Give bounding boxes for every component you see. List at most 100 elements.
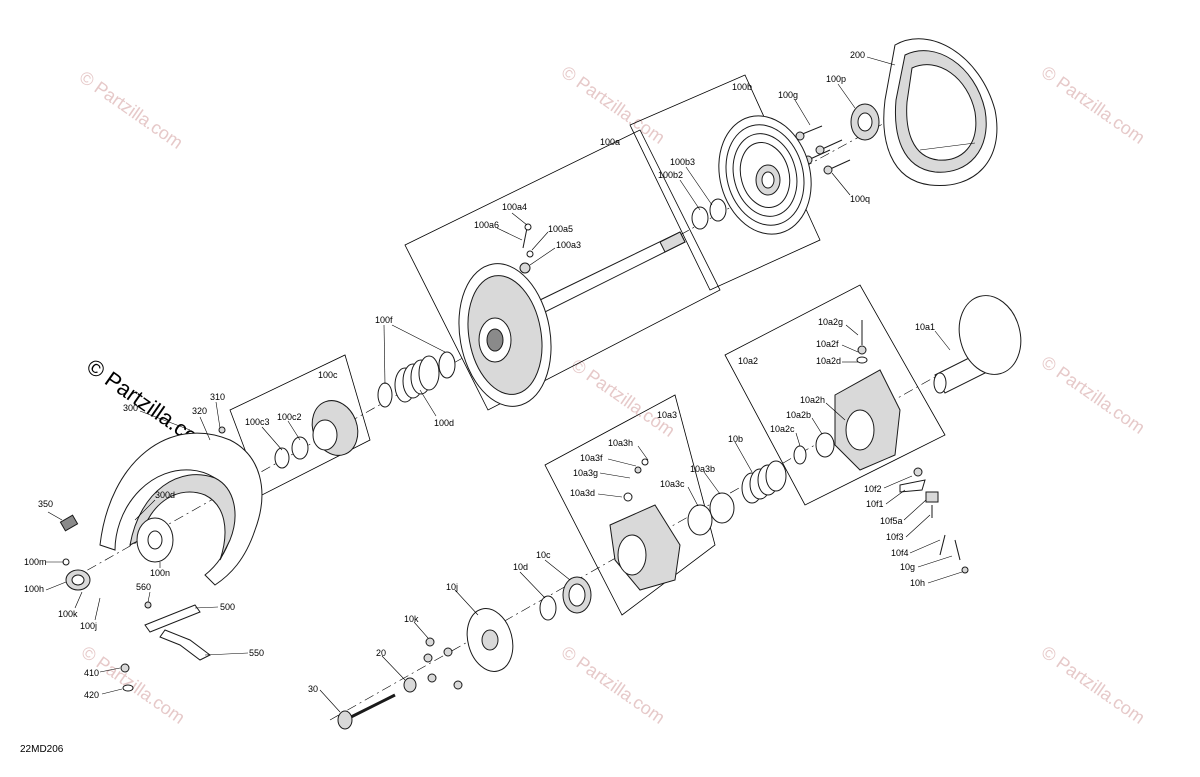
callout-label: 100k [58, 609, 78, 619]
callout-label: 10a2 [738, 356, 758, 366]
hardware-10f [899, 467, 969, 574]
callout-label: 100g [778, 90, 798, 100]
clip-350 [59, 514, 79, 532]
callout-label: 200 [850, 50, 865, 60]
callout-label: 100a [600, 137, 620, 147]
callout-label: 10a2b [786, 410, 811, 420]
guard-300 [59, 426, 263, 586]
callout-label: 100d [434, 418, 454, 428]
fasteners-410-420 [120, 663, 134, 692]
callout-label: 550 [249, 648, 264, 658]
callout-label: 100j [80, 621, 97, 631]
callout-label: 100c2 [277, 412, 302, 422]
callout-label: 10a3c [660, 479, 685, 489]
callout-label: 100f [375, 315, 393, 325]
bearing-and-bolts [795, 103, 880, 175]
drawing-code: 22MD206 [20, 744, 64, 755]
watermark: © Partzilla.com [1038, 352, 1149, 438]
small-parts-100a [519, 223, 534, 274]
callout-label: 100a6 [474, 220, 499, 230]
sheave-10a2 [793, 320, 901, 471]
ring-10d [539, 595, 557, 621]
box-100a [404, 129, 721, 411]
callout-label: 10a3f [580, 453, 603, 463]
callout-label: 10f5a [880, 516, 903, 526]
callout-label: 10a2g [818, 317, 843, 327]
callout-label: 10a2f [816, 339, 839, 349]
callout-label: 100b [732, 82, 752, 92]
drive-belt [883, 38, 998, 187]
box-10a2 [724, 284, 946, 506]
ring-100c3 [274, 447, 290, 469]
callout-label: 10c [536, 550, 551, 560]
callout-label: 100a4 [502, 202, 527, 212]
callout-label: 10a1 [915, 322, 935, 332]
callout-label: 10h [910, 578, 925, 588]
box-10a3 [544, 394, 716, 616]
screw-310 [218, 426, 226, 434]
callout-label: 100b2 [658, 170, 683, 180]
callout-label: 10f3 [886, 532, 904, 542]
watermark: © Partzilla.com [568, 355, 679, 441]
shaft-10a1 [933, 295, 1022, 394]
callout-label: 10d [513, 562, 528, 572]
hub-10j [466, 608, 514, 672]
callout-label: 100a3 [556, 240, 581, 250]
bolts-10k [423, 637, 463, 690]
callout-label: 420 [84, 690, 99, 700]
washer-20 [403, 677, 417, 693]
callout-label: 100c [318, 370, 338, 380]
watermark: © Partzilla.com [558, 642, 669, 728]
callout-labels: 200 100b 100g 100p 100q 100a 100b3 100b2… [24, 50, 935, 700]
callout-label: 500 [220, 602, 235, 612]
sheave-10a3 [609, 458, 735, 591]
callout-label: 10b [728, 434, 743, 444]
callout-label: 300d [155, 490, 175, 500]
callout-label: 100m [24, 557, 47, 567]
callout-label: 410 [84, 668, 99, 678]
callout-label: 300 [123, 403, 138, 413]
callout-label: 100a5 [548, 224, 573, 234]
callout-label: 100q [850, 194, 870, 204]
bracket-500 [144, 601, 211, 661]
box-100b [629, 74, 821, 291]
ring-10a3b [709, 492, 735, 524]
leader-lines [45, 56, 963, 713]
watermark: © Partzilla.com [78, 642, 189, 728]
callout-label: 10a2c [770, 424, 795, 434]
group-boxes [229, 74, 946, 616]
watermark: © Partzilla.com [558, 62, 669, 148]
callout-label: 10a3h [608, 438, 633, 448]
spring-100d [377, 351, 456, 408]
callout-label: 310 [210, 392, 225, 402]
callout-label: 10g [900, 562, 915, 572]
bearing-10c [539, 576, 592, 621]
callout-label: 350 [38, 499, 53, 509]
callout-label: 20 [376, 648, 386, 658]
callout-label: 10a2d [816, 356, 841, 366]
callout-label: 100b3 [670, 157, 695, 167]
callout-label: 10a3 [657, 410, 677, 420]
watermark: © Partzilla.com [76, 67, 187, 153]
callout-label: 10a3d [570, 488, 595, 498]
callout-label: 10j [446, 582, 458, 592]
callout-label: 10f1 [866, 499, 884, 509]
callout-label: 10a2h [800, 395, 825, 405]
watermark: © Partzilla.com [1038, 642, 1149, 728]
ring-100f [377, 382, 393, 408]
callout-label: 100p [826, 74, 846, 84]
sheave-100b [718, 115, 812, 235]
callout-label: 10f4 [891, 548, 909, 558]
callout-label: 10a3b [690, 464, 715, 474]
callout-label: 100n [150, 568, 170, 578]
bushings-100b [691, 198, 727, 230]
cam-100c [274, 400, 359, 469]
shaft-100a [458, 231, 686, 407]
spring-10b [741, 460, 787, 504]
callout-label: 10k [404, 614, 419, 624]
callout-label: 560 [136, 582, 151, 592]
ring-10a3c [687, 504, 713, 536]
callout-label: 100h [24, 584, 44, 594]
